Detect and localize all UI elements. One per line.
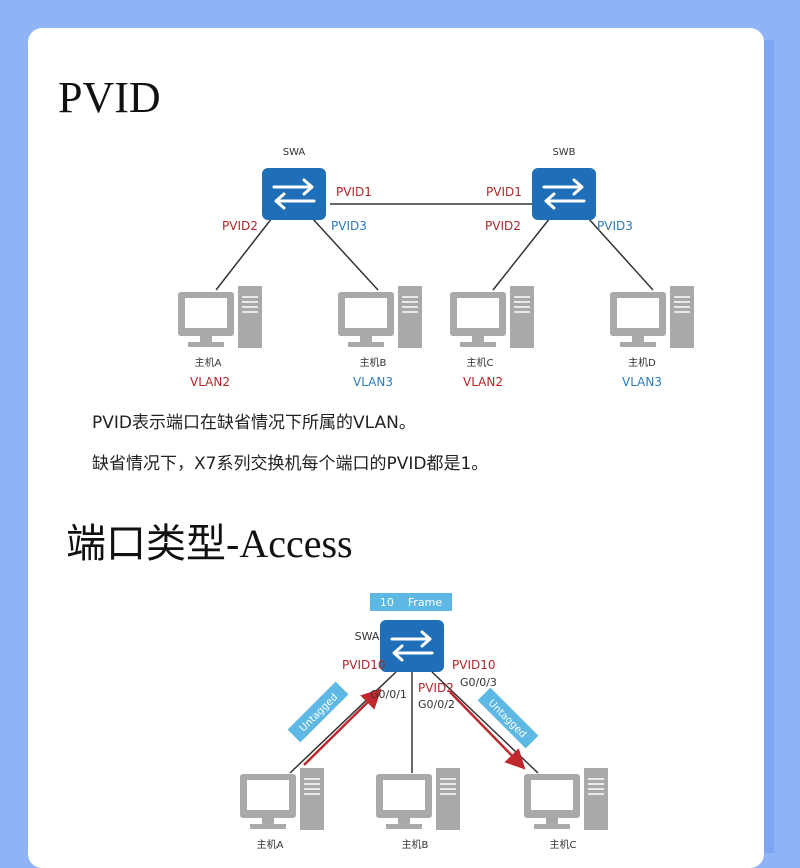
host-name: 主机B bbox=[360, 356, 387, 369]
switch-label-swa: SWA bbox=[355, 630, 380, 643]
switch-icon bbox=[260, 166, 328, 222]
port-label: PVID1 bbox=[336, 185, 372, 199]
untagged-tag-right: Untagged bbox=[477, 687, 539, 749]
vlan-label: VLAN3 bbox=[353, 375, 393, 389]
computer-icon bbox=[240, 768, 324, 830]
port-label: PVID3 bbox=[597, 219, 633, 233]
pvid-diagram: SWA SWB PVID1 PVID2 PVID3 PVID1 PVID2 PV… bbox=[178, 147, 694, 389]
port-id-label: G0/0/2 bbox=[418, 698, 455, 711]
section-title-pvid: PVID bbox=[58, 73, 161, 122]
port-id-label: G0/0/3 bbox=[460, 676, 497, 689]
untagged-arrow-out bbox=[449, 691, 526, 770]
card-edge bbox=[764, 40, 774, 853]
link-swa-host-a bbox=[215, 217, 273, 291]
computer-icon bbox=[376, 768, 460, 830]
network-diagrams: SWA SWB PVID1 PVID2 PVID3 PVID1 PVID2 PV… bbox=[178, 147, 694, 851]
host-name: 主机A bbox=[257, 838, 284, 851]
host-name: 主机A bbox=[195, 356, 222, 369]
port-label: PVID3 bbox=[331, 219, 367, 233]
host-name: 主机C bbox=[550, 838, 577, 851]
computer-icon bbox=[178, 286, 262, 348]
switch-label-swb: SWB bbox=[552, 147, 575, 158]
vlan-label: VLAN2 bbox=[463, 375, 503, 389]
content-card: PVID PVID表示端口在缺省情况下所属的VLAN。 缺省情况下，X7系列交换… bbox=[28, 28, 764, 868]
link-swa-host-b bbox=[311, 217, 379, 291]
computer-icon bbox=[338, 286, 422, 348]
computer-icon bbox=[524, 768, 608, 830]
access-diagram: 10 Frame SWA Untagged Untagged PVID10 G0… bbox=[240, 593, 608, 851]
frame-tag-label: 10 Frame bbox=[380, 596, 442, 609]
port-label: PVID2 bbox=[222, 219, 258, 233]
paragraph-pvid-default: 缺省情况下，X7系列交换机每个端口的PVID都是1。 bbox=[92, 454, 489, 474]
port-label: PVID2 bbox=[485, 219, 521, 233]
host-name: 主机D bbox=[628, 356, 656, 369]
port-id-label: G0/0/1 bbox=[370, 688, 407, 701]
vlan-label: VLAN2 bbox=[190, 375, 230, 389]
port-pvid-label: PVID10 bbox=[342, 658, 386, 672]
section-title-access: 端口类型-Access bbox=[66, 521, 353, 566]
port-label: PVID1 bbox=[486, 185, 522, 199]
paragraph-pvid-definition: PVID表示端口在缺省情况下所属的VLAN。 bbox=[92, 413, 416, 433]
computer-icon bbox=[610, 286, 694, 348]
untagged-arrow-in bbox=[303, 688, 382, 766]
switch-label-swa: SWA bbox=[283, 147, 306, 158]
port-pvid-label: PVID10 bbox=[452, 658, 496, 672]
switch-icon bbox=[530, 166, 598, 222]
link-swb-host-c bbox=[492, 217, 551, 291]
untagged-tag-left: Untagged bbox=[287, 681, 349, 743]
host-name: 主机B bbox=[402, 838, 429, 851]
switch-icon bbox=[378, 618, 446, 674]
vlan-label: VLAN3 bbox=[622, 375, 662, 389]
frame-tag bbox=[370, 593, 452, 611]
link-swb-host-d bbox=[587, 217, 654, 291]
port-pvid-label: PVID2 bbox=[418, 681, 454, 695]
host-name: 主机C bbox=[467, 356, 494, 369]
computer-icon bbox=[450, 286, 534, 348]
